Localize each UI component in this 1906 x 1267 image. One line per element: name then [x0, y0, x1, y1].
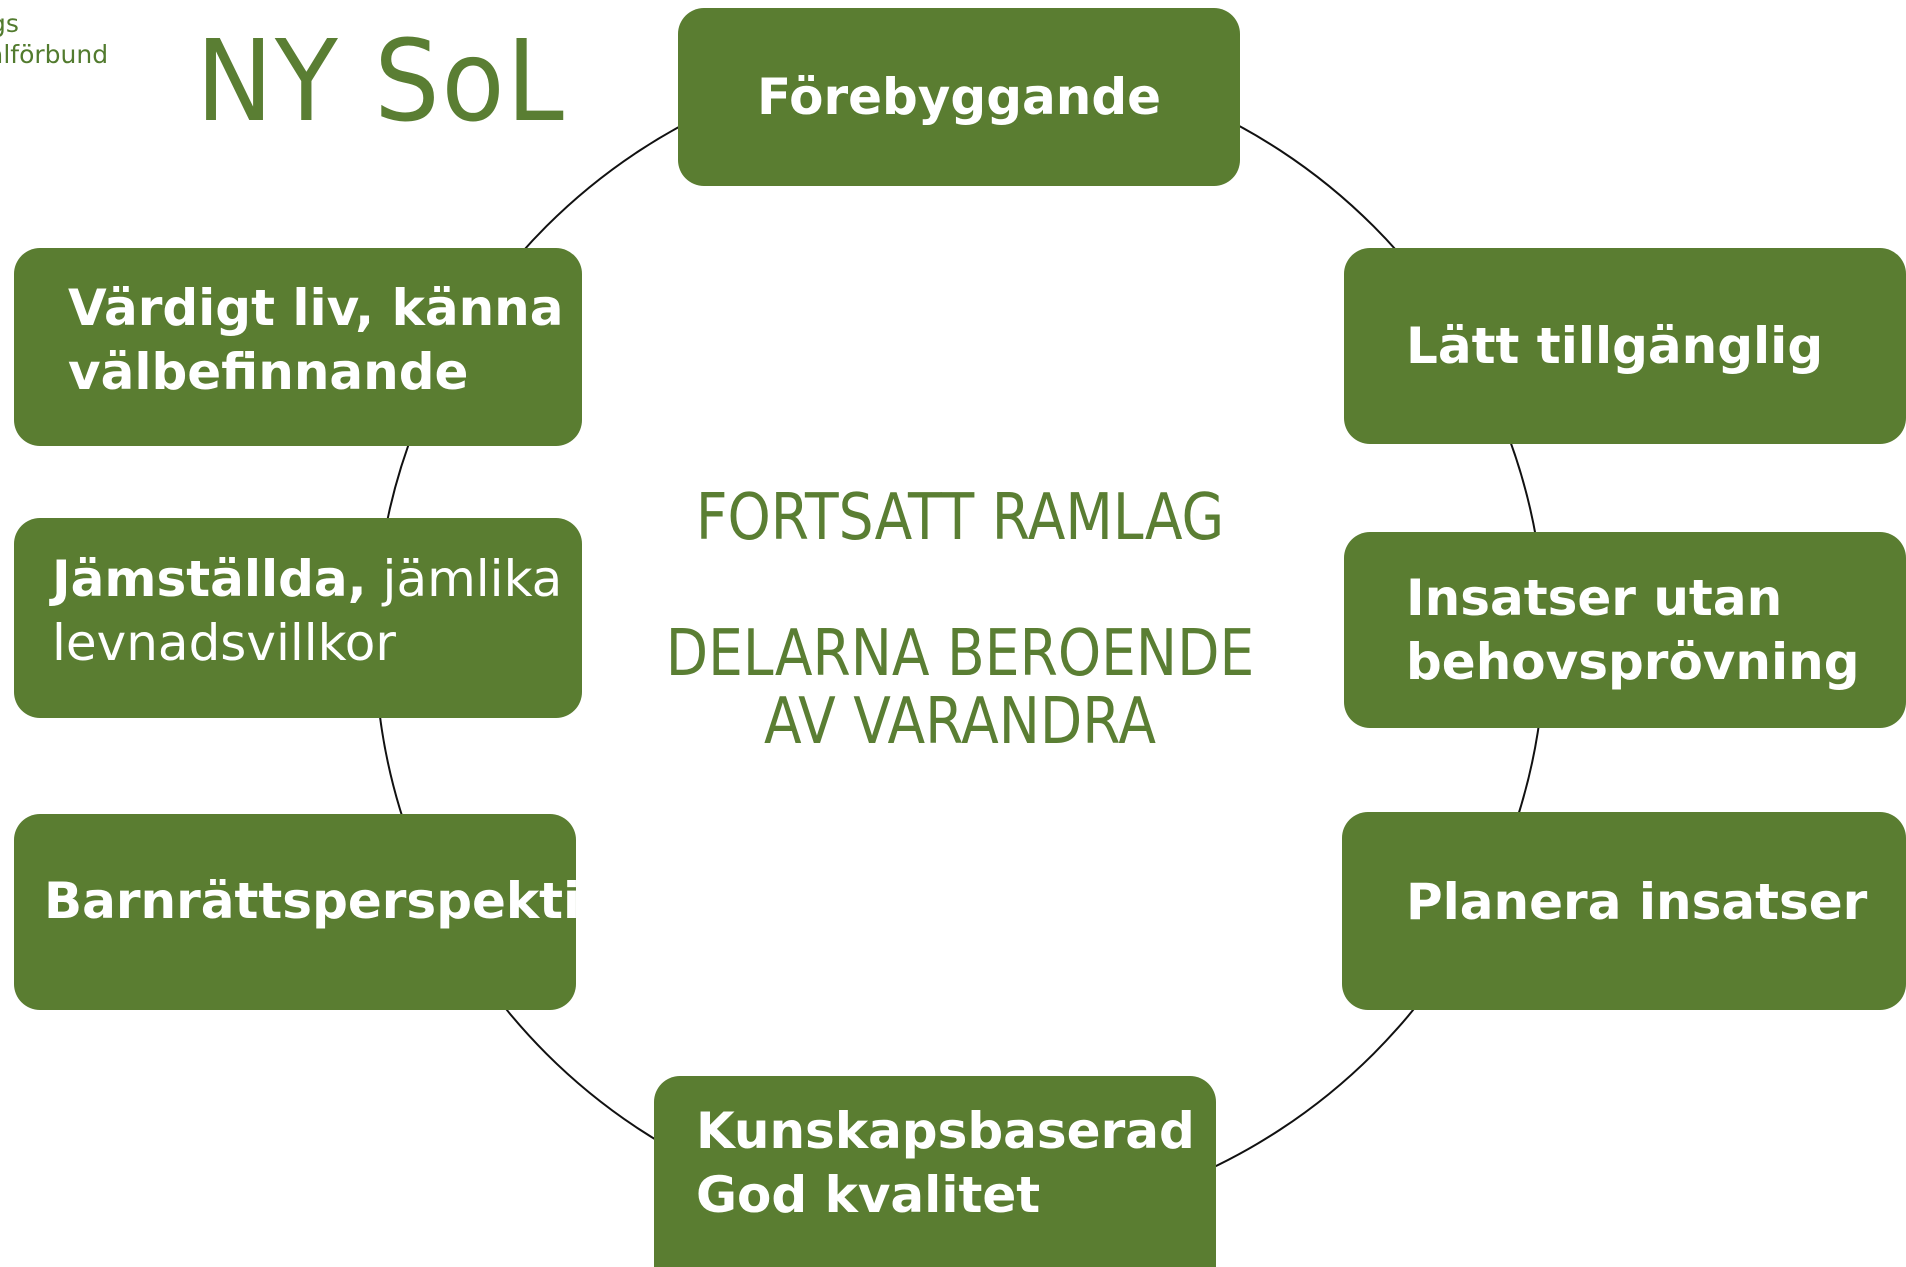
box-vardigt-liv: Värdigt liv, känna välbefinnande — [14, 248, 582, 446]
box-jamstallda-line1: Jämställda, jämlika — [52, 547, 562, 611]
box-barnrattsperspektiv: Barnrättsperspektiv — [14, 814, 613, 1010]
box-planera-label: Planera insatser — [1406, 873, 1868, 931]
box-forebyggande-label: Förebyggande — [756, 68, 1162, 126]
center-line-ramlag: FORTSATT RAMLAG — [695, 481, 1225, 555]
box-jamstallda: Jämställda, jämlika levnadsvillkor — [14, 518, 582, 718]
box-insatser-utan-behovsprovning: Insatser utan behovsprövning — [1344, 532, 1906, 728]
organization-logo-text: gs alförbund — [0, 8, 108, 70]
organization-name-line1: gs — [0, 9, 19, 38]
box-vardigt-line2: välbefinnande — [68, 343, 469, 401]
box-insatser-line1: Insatser utan — [1406, 569, 1783, 627]
box-forebyggande: Förebyggande — [678, 8, 1240, 186]
ny-sol-logo-title: NY SoL — [196, 17, 566, 147]
organization-name-line2: alförbund — [0, 40, 109, 69]
box-jamstallda-bold: Jämställda, — [52, 550, 367, 608]
box-jamstallda-line2: levnadsvillkor — [52, 614, 396, 672]
center-line-varandra: AV VARANDRA — [764, 685, 1156, 759]
box-insatser-line2: behovsprövning — [1406, 633, 1860, 691]
box-vardigt-line1: Värdigt liv, känna — [68, 279, 564, 337]
box-jamstallda-rest: jämlika — [366, 550, 563, 608]
box-latt-tillganglig-label: Lätt tillgänglig — [1406, 317, 1824, 375]
box-kunskap-line1: Kunskapsbaserad — [696, 1101, 1195, 1160]
box-kunskap-line2: God kvalitet — [696, 1165, 1041, 1224]
box-barnratt-label: Barnrättsperspektiv — [44, 872, 613, 930]
center-subheading: DELARNA BEROENDE AV VARANDRA — [616, 620, 1304, 756]
box-planera-insatser: Planera insatser — [1342, 812, 1906, 1010]
box-kunskapsbaserad: Kunskapsbaserad God kvalitet — [654, 1076, 1216, 1267]
center-line-delarna: DELARNA BEROENDE — [665, 617, 1255, 691]
box-latt-tillganglig: Lätt tillgänglig — [1344, 248, 1906, 444]
center-heading: FORTSATT RAMLAG — [616, 478, 1304, 558]
